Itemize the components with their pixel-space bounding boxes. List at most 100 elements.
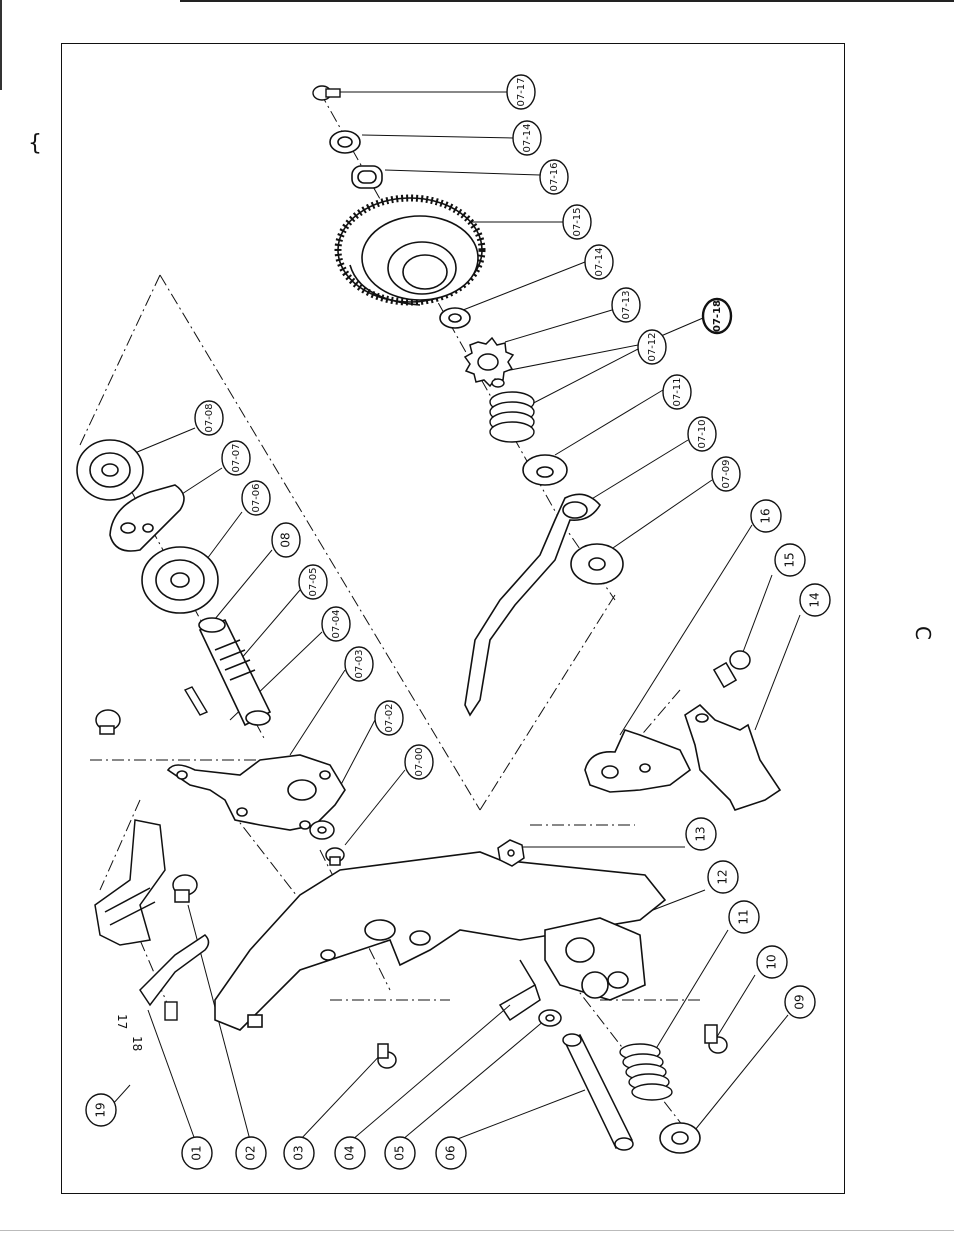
- callout-08: 08: [271, 522, 301, 558]
- callout-07-08: 07-08: [194, 400, 224, 436]
- callout-07-12: 07-12: [637, 329, 667, 365]
- callout-07-14a: 07-14: [512, 120, 542, 156]
- part-spring-07-11: [489, 391, 535, 443]
- callout-07-10: 07-10: [687, 416, 717, 452]
- callout-14: 14: [799, 583, 831, 617]
- part-washer-07-14a: [329, 130, 361, 154]
- part-small-washer-07-12: [491, 378, 505, 388]
- callout-05: 05: [384, 1136, 416, 1170]
- right-margin-mark: C: [911, 626, 935, 640]
- part-screw-03: [377, 1043, 397, 1069]
- part-bracket-07-03: [166, 754, 346, 831]
- svg-text:03: 03: [292, 1145, 306, 1160]
- part-shaft-08: [198, 617, 272, 727]
- callout-01: 01: [181, 1136, 213, 1170]
- callout-07-06: 07-06: [241, 480, 271, 516]
- svg-text:07-17: 07-17: [516, 77, 527, 106]
- svg-text:07-02: 07-02: [384, 703, 395, 732]
- svg-text:11: 11: [737, 909, 751, 924]
- svg-text:08: 08: [279, 532, 293, 547]
- svg-text:07-06: 07-06: [251, 483, 262, 512]
- svg-text:02: 02: [244, 1145, 258, 1160]
- part-disc-07-08: [76, 439, 144, 501]
- callout-06: 06: [435, 1136, 467, 1170]
- part-screw-02: [172, 874, 198, 903]
- free-label-17: 17: [115, 1014, 129, 1029]
- callout-07-17: 07-17: [506, 74, 536, 110]
- part-shaft-06: [562, 1033, 634, 1151]
- svg-text:07-12: 07-12: [647, 332, 658, 361]
- part-bracket-16: [584, 729, 692, 793]
- part-screw-15: [712, 650, 751, 689]
- callout-09: 09: [784, 985, 816, 1019]
- leader-lines: [111, 91, 801, 1141]
- svg-text:07-14: 07-14: [522, 123, 533, 152]
- part-clip-bracket-01: [94, 819, 166, 946]
- callout-02: 02: [235, 1136, 267, 1170]
- part-disc-07-06: [141, 546, 219, 614]
- svg-text:12: 12: [716, 869, 730, 884]
- callout-12: 12: [707, 860, 739, 894]
- svg-text:10: 10: [765, 954, 779, 969]
- callout-07-04: 07-04: [321, 606, 351, 642]
- svg-text:07-05: 07-05: [308, 567, 319, 596]
- part-screw-07-00: [325, 847, 345, 866]
- callout-07-15: 07-15: [562, 204, 592, 240]
- svg-text:07-08: 07-08: [204, 403, 215, 432]
- part-cam-plate-07-07: [109, 484, 185, 552]
- svg-text:07-09: 07-09: [721, 459, 732, 488]
- part-nut-13: [497, 839, 525, 867]
- callout-04: 04: [334, 1136, 366, 1170]
- diagram-frame: [61, 43, 845, 1194]
- callout-15: 15: [774, 543, 806, 577]
- callout-13: 13: [685, 817, 717, 851]
- callout-07-11: 07-11: [662, 374, 692, 410]
- svg-text:16: 16: [759, 508, 773, 523]
- free-label-18: 18: [130, 1036, 144, 1051]
- callout-07-18: 07-18: [701, 297, 733, 335]
- svg-text:07-04: 07-04: [331, 609, 342, 638]
- callout-tags: 07-17 07-14 07-16 07-15 07-14 07-13 07-1…: [85, 74, 831, 1170]
- callout-03: 03: [283, 1136, 315, 1170]
- left-rule: [0, 0, 2, 90]
- part-washer-07-09: [570, 543, 624, 585]
- svg-text:15: 15: [783, 552, 797, 567]
- callout-19: 19: [85, 1093, 117, 1127]
- callout-07-09: 07-09: [711, 456, 741, 492]
- part-collar-07-11: [522, 454, 568, 486]
- callout-07-05: 07-05: [298, 564, 328, 600]
- svg-text:13: 13: [694, 826, 708, 841]
- callout-07-16: 07-16: [539, 159, 569, 195]
- svg-text:07-14: 07-14: [594, 247, 605, 276]
- callout-16: 16: [750, 499, 782, 533]
- part-washer-07-02: [309, 820, 335, 840]
- part-washer-09: [659, 1122, 701, 1154]
- part-pin-07-04: [183, 686, 209, 716]
- part-gear-wheel-07-15: [334, 194, 486, 306]
- bottom-rule: [0, 1230, 954, 1231]
- svg-text:05: 05: [393, 1145, 407, 1160]
- part-lever-07-10: [464, 493, 601, 717]
- svg-text:07-11: 07-11: [672, 377, 683, 406]
- svg-text:07-03: 07-03: [354, 649, 365, 678]
- svg-text:14: 14: [808, 592, 822, 607]
- svg-text:09: 09: [793, 994, 807, 1009]
- svg-text:19: 19: [94, 1102, 108, 1117]
- svg-text:06: 06: [444, 1145, 458, 1160]
- callout-07-02: 07-02: [374, 700, 404, 736]
- callout-07-07: 07-07: [221, 440, 251, 476]
- part-screw-10: [704, 1024, 728, 1054]
- top-rule: [180, 0, 954, 2]
- callout-07-13: 07-13: [611, 287, 641, 323]
- part-spring-11: [619, 1043, 673, 1101]
- part-washer-07-14b: [439, 307, 471, 329]
- callout-11: 11: [728, 900, 760, 934]
- callout-07-14b: 07-14: [584, 244, 614, 280]
- part-screw-18: [164, 1001, 178, 1021]
- svg-text:07-16: 07-16: [549, 162, 560, 191]
- svg-text:07-07: 07-07: [231, 443, 242, 472]
- left-margin-mark: {: [28, 131, 42, 156]
- svg-text:04: 04: [343, 1145, 357, 1160]
- part-washer-05: [538, 1009, 562, 1027]
